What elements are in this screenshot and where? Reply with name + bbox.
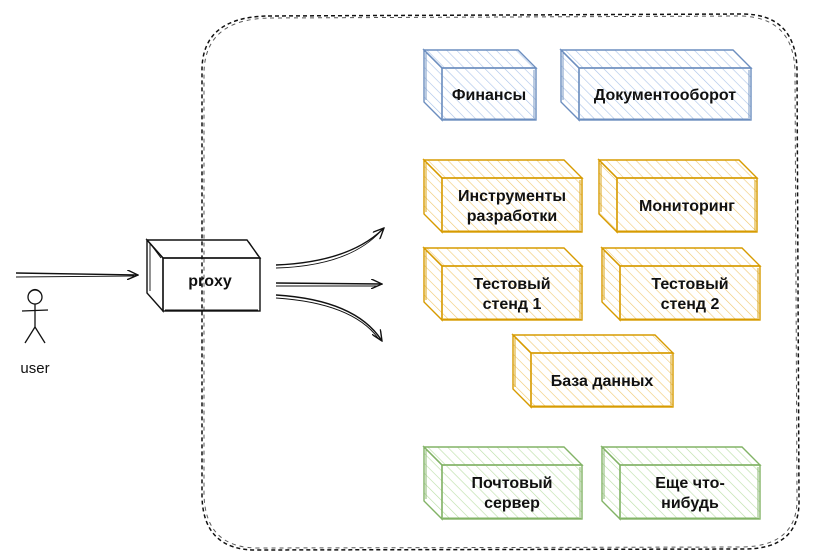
proxy-to-services-arrows bbox=[275, 228, 384, 341]
arrow-down bbox=[275, 294, 382, 341]
network-boundary-sketch bbox=[203, 15, 798, 549]
service-label-other-line-1: Еще что- bbox=[655, 475, 725, 492]
service-label-finance: Финансы bbox=[452, 87, 526, 104]
user-to-proxy-arrow bbox=[15, 273, 138, 277]
service-label-teststand2-line-2: стенд 2 bbox=[661, 296, 720, 313]
service-box-devtools: Инструменты разработки bbox=[422, 158, 584, 234]
network-boundary bbox=[201, 13, 800, 551]
service-label-mailserver-line-2: сервер bbox=[484, 495, 540, 512]
service-box-finance: Финансы bbox=[422, 48, 538, 122]
proxy-label: proxy bbox=[188, 273, 232, 290]
proxy-box: proxy bbox=[145, 238, 262, 313]
user-actor: user bbox=[20, 288, 50, 377]
service-label-teststand2-line-1: Тестовый bbox=[651, 276, 728, 293]
service-label-database: База данных bbox=[551, 373, 654, 390]
service-box-other: Еще что-нибудь bbox=[600, 445, 762, 521]
service-box-monitoring: Мониторинг bbox=[597, 158, 759, 234]
service-box-teststand2: Тестовый стенд 2 bbox=[600, 246, 762, 322]
service-label-other-line-2: нибудь bbox=[661, 495, 719, 512]
user-label: user bbox=[20, 360, 49, 377]
service-label-mailserver-line-1: Почтовый bbox=[472, 475, 553, 492]
arrow-up bbox=[275, 228, 384, 266]
stick-figure-icon bbox=[21, 288, 49, 344]
service-label-monitoring: Мониторинг bbox=[639, 198, 735, 215]
service-box-mailserver: Почтовый сервер bbox=[422, 445, 584, 521]
service-label-teststand1-line-1: Тестовый bbox=[473, 276, 550, 293]
service-box-docflow: Документооборот bbox=[559, 48, 753, 122]
arrow-middle bbox=[275, 283, 382, 284]
service-label-teststand1-line-2: стенд 1 bbox=[483, 296, 542, 313]
service-box-database: База данных bbox=[511, 333, 675, 409]
service-box-teststand1: Тестовый стенд 1 bbox=[422, 246, 584, 322]
service-label-devtools-line-2: разработки bbox=[467, 208, 557, 225]
service-label-devtools-line-1: Инструменты bbox=[458, 188, 566, 205]
service-label-docflow: Документооборот bbox=[594, 87, 736, 104]
